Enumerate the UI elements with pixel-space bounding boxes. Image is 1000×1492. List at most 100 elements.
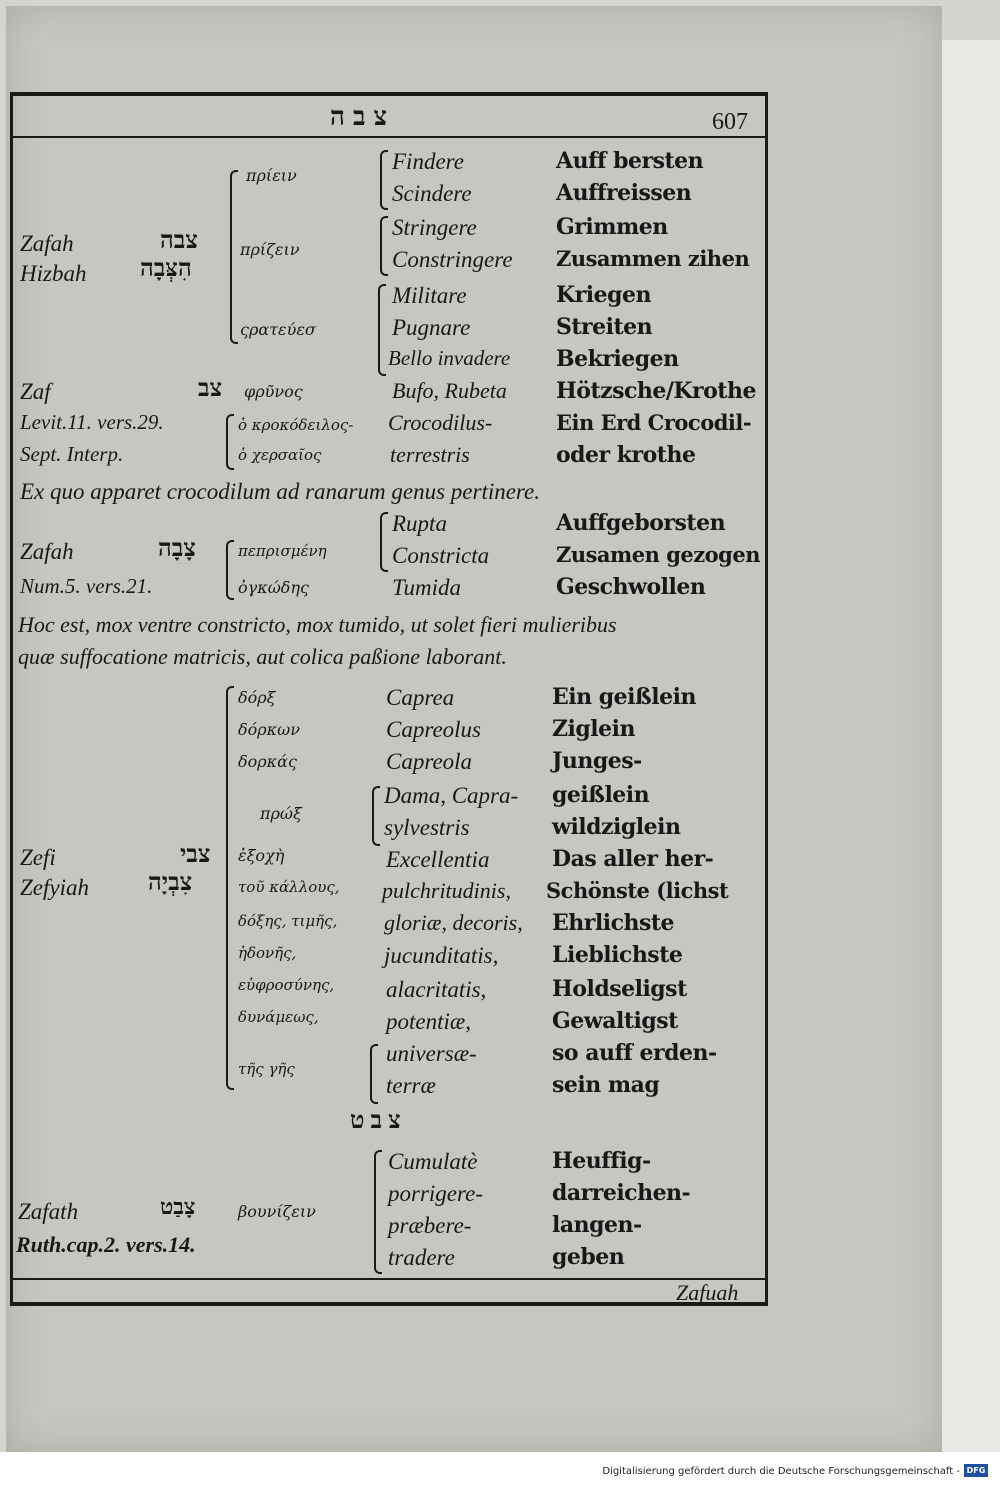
german-word: Hötzsche/Krothe [556,378,756,404]
hebrew-word: צבה [160,225,198,254]
translit: Ruth.cap.2. vers.14. [16,1232,196,1257]
brace [380,512,388,572]
latin-word: Findere [392,149,464,174]
brace [380,216,388,276]
latin-word: Capreola [386,749,473,774]
dfg-logo: DFG [964,1464,988,1477]
greek-word: πρίειν [246,166,297,185]
german-word: Ehrlichste [552,910,675,936]
latin-word: Excellentia [386,847,490,872]
page-edge [942,40,1000,1452]
german-word: Ziglein [552,716,636,742]
greek-word: δόρκων [238,720,300,739]
translit: Levit.11. vers.29. [20,410,164,434]
greek-word: ςρατεύεσ [240,320,316,339]
german-word: oder krothe [556,442,696,468]
latin-word: Dama, Capra- [384,783,519,808]
latin-word: pulchritudinis, [382,878,511,903]
latin-word: Stringere [392,215,477,240]
latin-word: Constringere [392,247,513,272]
german-word: Zusammen zihen [556,246,750,271]
german-word: Auff bersten [556,148,704,174]
german-word: Schönste (lichst [546,878,729,903]
greek-word: τοῦ κάλλους, [238,878,340,896]
hebrew-word: צִבְיָה [148,867,193,896]
translit: Zefi [20,845,56,870]
hebrew-word: צָבָה [158,533,196,562]
latin-word: Militare [392,283,467,308]
german-word: Ein geißlein [552,684,696,710]
header-hebrew-root: צבה [330,102,396,132]
latin-word: Capreolus [386,717,481,742]
brace [226,414,234,470]
german-word: Ein Erd Crocodil- [556,410,752,435]
hebrew-word: צבי [180,839,211,868]
latin-word: Caprea [386,685,455,710]
german-word: Auffgeborsten [556,510,726,536]
brace [370,1044,378,1104]
latin-word: gloriæ, decoris, [384,910,523,935]
translit: Zefyiah [20,875,89,900]
header-rule [10,136,768,138]
latin-word: sylvestris [384,815,470,840]
footer-rule [10,1278,768,1280]
brace [378,284,386,376]
greek-word: φρῦνος [244,382,303,401]
footer-bar: Digitalisierung gefördert durch die Deut… [0,1452,1000,1492]
german-word: Junges- [552,748,642,774]
german-word: Lieblichste [552,942,683,968]
latin-word: Cumulatè [388,1149,478,1174]
german-word: Heuffig- [552,1148,651,1174]
greek-word: βουνίζειν [238,1202,316,1221]
latin-word: Constricta [392,543,490,568]
greek-word: ὀγκώδης [238,578,309,597]
section-hebrew-root: צבט [350,1105,407,1134]
note: quæ suffocatione matricis, aut colica pa… [18,644,507,669]
german-word: Zusamen gezogen [556,542,760,567]
latin-word: Bello invadere [388,346,511,370]
latin-word: Crocodilus- [388,410,493,435]
latin-word: Scindere [392,181,472,206]
translit: Zafah [20,231,74,256]
translit: Zafah [20,539,74,564]
latin-word: universæ- [386,1041,477,1066]
latin-word: terrestris [390,442,470,467]
german-word: darreichen- [552,1180,691,1206]
brace [380,150,388,210]
german-word: geben [552,1244,625,1270]
german-word: sein mag [552,1072,660,1098]
german-word: wildziglein [552,814,681,840]
greek-word: ἡδονῆς, [238,944,297,962]
german-word: Auffreissen [556,180,692,206]
greek-word: δορκάς [238,752,297,771]
greek-word: δόξης, τιμῆς, [238,912,338,930]
german-word: so auff erden- [552,1040,717,1066]
latin-word: tradere [388,1245,455,1270]
greek-word: δυνάμεως, [238,1008,319,1026]
translit: Zaf [20,379,51,404]
page-frame [10,92,768,1306]
german-word: geißlein [552,782,650,808]
latin-word: Bufo, Rubeta [392,378,507,403]
latin-word: Tumida [392,575,462,600]
german-word: Geschwollen [556,574,706,600]
latin-word: jucunditatis, [384,943,499,968]
translit: Hizbah [20,261,87,286]
note: Ex quo apparet crocodilum ad ranarum gen… [20,479,540,504]
note: Hoc est, mox ventre constricto, mox tumi… [18,612,617,637]
german-word: Kriegen [556,282,651,308]
page-scan [6,6,942,1452]
greek-word: εὐφροσύνης, [238,976,335,994]
german-word: Das aller her- [552,846,714,872]
german-word: Streiten [556,314,653,340]
brace [374,1150,382,1274]
greek-word: ἐξοχὴ [238,846,285,865]
latin-word: præbere- [388,1213,472,1238]
greek-word: πεπρισμένη [238,542,327,560]
footer-credit: Digitalisierung gefördert durch die Deut… [602,1466,960,1477]
german-word: Grimmen [556,214,668,240]
greek-word: τῆς γῆς [238,1060,295,1078]
page-number: 607 [712,109,748,135]
latin-word: porrigere- [388,1181,483,1206]
translit: Sept. Interp. [20,442,124,466]
